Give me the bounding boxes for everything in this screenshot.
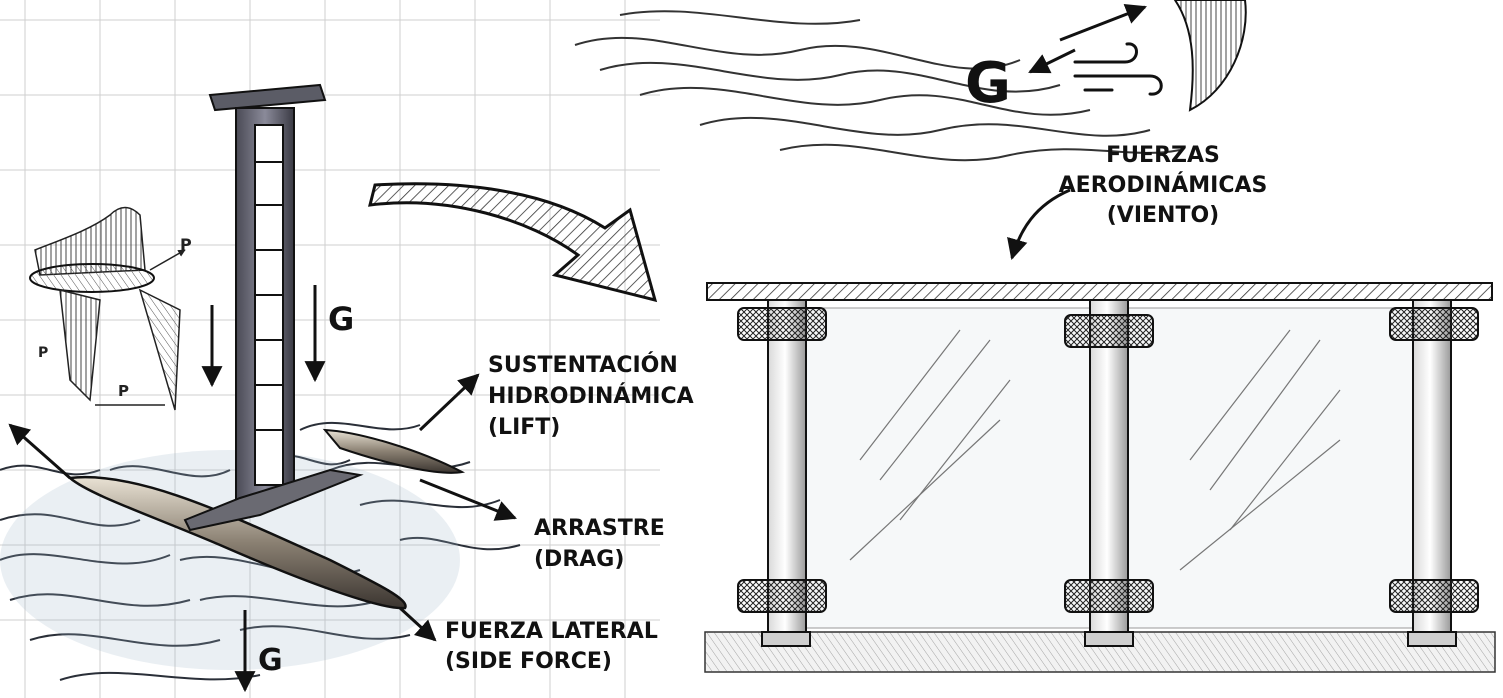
gravity-mast-label: G	[328, 300, 354, 338]
svg-text:(DRAG): (DRAG)	[534, 547, 624, 572]
railing-post-left	[737, 299, 827, 647]
wind-streamlines	[574, 10, 1181, 162]
force-arrows-left	[8, 285, 517, 693]
water-tint	[0, 450, 460, 670]
glass-panels	[799, 307, 1416, 629]
pressure-diagram	[29, 206, 186, 411]
pressure-label-3: P	[118, 382, 129, 400]
svg-text:(LIFT): (LIFT)	[488, 415, 560, 440]
side-force-label: FUERZA LATERAL (SIDE FORCE)	[445, 619, 658, 674]
handrail	[706, 282, 1493, 301]
sail-fragment	[1173, 0, 1247, 112]
wind-force-arrows	[1007, 4, 1147, 261]
svg-text:HIDRODINÁMICA: HIDRODINÁMICA	[488, 383, 694, 409]
svg-text:FUERZA LATERAL: FUERZA LATERAL	[445, 619, 658, 644]
gravity-wind-label: G	[965, 51, 1011, 116]
pressure-label-2: P	[38, 345, 48, 361]
transition-arrow	[368, 182, 658, 303]
railing-post-right	[1389, 299, 1479, 647]
svg-text:(VIENTO): (VIENTO)	[1107, 203, 1219, 228]
railing-post-center	[1064, 299, 1154, 647]
hydrofoil-wings	[66, 428, 466, 610]
lift-label: SUSTENTACIÓN HIDRODINÁMICA (LIFT)	[488, 352, 694, 440]
wind-forces-label: FUERZAS AERODINÁMICAS (VIENTO)	[1059, 143, 1268, 228]
wind-icon	[1073, 42, 1163, 96]
svg-text:SUSTENTACIÓN: SUSTENTACIÓN	[488, 352, 678, 378]
drag-label: ARRASTRE (DRAG)	[534, 516, 665, 572]
svg-text:ARRASTRE: ARRASTRE	[534, 516, 665, 541]
svg-text:(SIDE FORCE): (SIDE FORCE)	[445, 649, 612, 674]
pressure-label-1: P	[180, 235, 192, 254]
grid-paper	[0, 0, 660, 698]
gravity-bottom-label: G	[258, 643, 283, 678]
svg-text:FUERZAS: FUERZAS	[1106, 143, 1220, 168]
hydrofoil-mast	[208, 83, 327, 501]
svg-text:AERODINÁMICAS: AERODINÁMICAS	[1059, 172, 1268, 198]
